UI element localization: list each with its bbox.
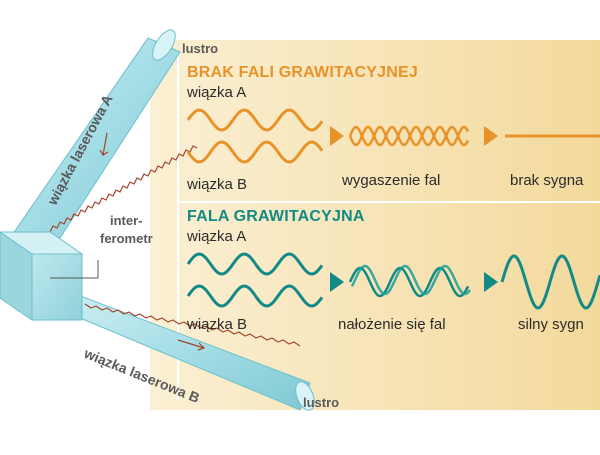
arrow-orange-1: [330, 126, 344, 146]
wave-signal-label: silny sygn: [518, 316, 584, 333]
strong-signal-wave: [500, 254, 600, 310]
arrow-teal-2: [484, 272, 498, 292]
arrow-orange-2: [484, 126, 498, 146]
no-wave-signal-label: brak sygna: [510, 172, 584, 189]
laser-beam-b: [84, 303, 301, 347]
mirror-bottom-label: lustro: [303, 395, 340, 410]
arrow-teal-1: [330, 272, 344, 292]
wave-orange-cancel: [348, 125, 470, 147]
no-wave-beam-b-label: wiązka B: [187, 176, 248, 193]
heading-no-wave: BRAK FALI GRAWITACYJNEJ: [187, 64, 418, 81]
wave-orange-a: [186, 108, 324, 132]
no-wave-result-label: wygaszenie fal: [342, 172, 441, 189]
interferometer-label-line2: ferometr: [100, 231, 153, 246]
wave-beam-b-label: wiązka B: [187, 316, 248, 333]
wave-teal-overlap: [348, 264, 472, 298]
interferometer-label-line1: inter-: [110, 213, 143, 228]
background-panel: [150, 40, 600, 410]
mirror-top-label: lustro: [182, 41, 219, 56]
wave-teal-a: [186, 252, 324, 276]
heading-wave: FALA GRAWITACYJNA: [187, 208, 365, 225]
wave-result-label: nałożenie się fal: [338, 316, 446, 333]
arrow-beam-a: [99, 132, 109, 156]
wave-orange-b: [186, 140, 324, 164]
laser-beam-a: [49, 145, 198, 233]
no-wave-beam-a-label: wiązka A: [187, 84, 247, 101]
wave-beam-a-label: wiązka A: [187, 228, 247, 245]
wave-teal-b: [186, 284, 324, 308]
interferometer-box: [0, 231, 99, 321]
arrow-beam-b: [177, 339, 206, 351]
